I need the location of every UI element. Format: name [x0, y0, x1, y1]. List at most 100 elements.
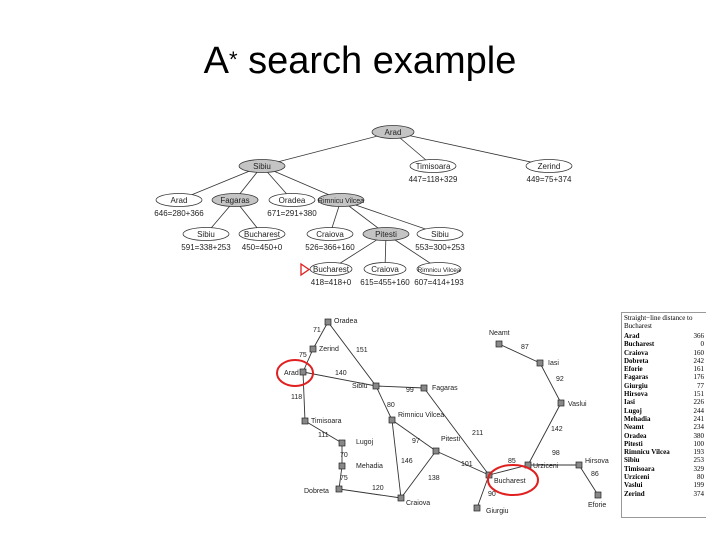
dist-hirsova-eforie: 86: [591, 471, 599, 478]
dist-arad-timisoara: 118: [291, 394, 302, 401]
city-square-dobreta: [335, 485, 343, 493]
tree-node-zerind-f: 449=75+374: [527, 175, 572, 184]
dist-mehadia-dobreta: 75: [340, 475, 348, 482]
title-superscript: *: [228, 47, 238, 72]
city-square-giurgiu: [473, 504, 481, 512]
road-timisoara-lugoj: [304, 420, 343, 444]
city-square-iasi: [536, 359, 544, 367]
city-label-oradea: Oradea: [334, 318, 357, 325]
city-square-pitesti: [432, 447, 440, 455]
tree-node-craiova2-label: Craiova: [371, 265, 399, 274]
tree-edge: [261, 131, 394, 167]
tree-node-sibiu3-f: 553=300+253: [415, 243, 465, 252]
sld-city: Sibiu: [624, 456, 640, 465]
sld-city: Craiova: [624, 348, 649, 357]
sld-city: Dobreta: [624, 356, 649, 365]
road-arad-sibiu: [302, 371, 377, 387]
city-square-arad: [299, 368, 307, 376]
tree-node-oradea: [268, 193, 316, 207]
dist-vaslui-iasi: 92: [556, 376, 564, 383]
tree-edge: [340, 199, 441, 235]
straight-line-distance-table: Straight−line distance to Bucharest Arad…: [621, 312, 706, 518]
tree-node-sibiu2: [182, 227, 230, 241]
tree-node-bucharest2: [309, 262, 353, 276]
sld-distance: 176: [693, 373, 705, 382]
sld-distance: 151: [693, 390, 705, 399]
tree-node-sibiu2-f: 591=338+253: [181, 243, 231, 252]
city-square-neamt: [495, 340, 503, 348]
dist-arad-sibiu: 140: [335, 370, 347, 377]
sld-row: Giurgiu 77: [622, 382, 706, 390]
dist-bucharest-giurgiu: 90: [488, 491, 496, 498]
sld-distance: 253: [693, 456, 705, 465]
city-label-bucharest: Bucharest: [494, 478, 526, 485]
sld-distance: 161: [693, 365, 705, 374]
road-iasi-neamt: [498, 343, 541, 364]
road-vaslui-iasi: [539, 362, 562, 404]
sld-city: Lugoj: [624, 406, 642, 415]
city-label-rimnicu: Rimnicu Vilcea: [398, 412, 444, 419]
city-label-neamt: Neamt: [489, 330, 510, 337]
sld-city: Vaslui: [624, 481, 643, 490]
city-label-arad: Arad: [284, 370, 299, 377]
sld-city: Neamt: [624, 423, 644, 432]
sld-city: Eforie: [624, 365, 643, 374]
selection-arrow-icon: [300, 262, 311, 277]
tree-node-rimnicu-label: Rimnicu Vilcea: [318, 198, 364, 205]
sld-city: Iasi: [624, 398, 635, 407]
road-pitesti-bucharest: [435, 450, 490, 476]
city-label-mehadia: Mehadia: [356, 463, 383, 470]
city-label-timisoara: Timisoara: [311, 418, 342, 425]
tree-edge: [178, 165, 263, 201]
city-square-hirsova: [575, 461, 583, 469]
sld-city: Giurgiu: [624, 381, 648, 390]
city-label-hirsova: Hirsova: [585, 458, 609, 465]
tree-edge: [392, 131, 550, 167]
sld-distance: 100: [693, 439, 705, 448]
dist-zerind-arad: 75: [299, 352, 307, 359]
sld-city: Hirsova: [624, 390, 648, 399]
city-square-sibiu: [372, 382, 380, 390]
dist-oradea-zerind: 71: [313, 327, 321, 334]
dist-lugoj-mehadia: 70: [340, 452, 348, 459]
sld-distance: 77: [697, 381, 704, 390]
dist-dobreta-craiova: 120: [372, 485, 384, 492]
sld-row: Iasi 226: [622, 398, 706, 406]
title-rest: search example: [237, 40, 517, 82]
dist-iasi-neamt: 87: [521, 344, 529, 351]
tree-node-bucharest2-f: 418=418+0: [311, 278, 352, 287]
sld-row: Sibiu 253: [622, 456, 706, 464]
road-urziceni-vaslui: [527, 402, 562, 466]
tree-node-rimnicu2: [416, 262, 462, 276]
city-square-eforie: [594, 491, 602, 499]
tree-node-pitesti: [362, 227, 410, 241]
sld-row: Eforie 161: [622, 365, 706, 373]
dist-rimnicu-pitesti: 97: [412, 438, 420, 445]
arad-highlight-circle: [276, 359, 314, 387]
tree-node-zerind: [525, 159, 573, 173]
sld-distance: 226: [693, 398, 705, 407]
sld-row: Craiova 160: [622, 349, 706, 357]
city-square-vaslui: [557, 399, 565, 407]
tree-node-sibiu2-label: Sibiu: [197, 230, 215, 239]
title-main: A: [203, 40, 229, 82]
city-square-timisoara: [301, 417, 309, 425]
sld-distance: 241: [693, 414, 705, 423]
road-craiova-pitesti: [400, 450, 437, 499]
sld-distance: 160: [693, 348, 705, 357]
city-square-craiova: [397, 494, 405, 502]
tree-node-craiova: [306, 227, 354, 241]
city-square-lugoj: [338, 439, 346, 447]
dist-fagaras-bucharest: 211: [472, 430, 483, 437]
sld-city: Urziceni: [624, 473, 650, 482]
tree-node-rimnicu: [317, 193, 365, 207]
sld-distance: 193: [693, 448, 705, 457]
dist-craiova-pitesti: 138: [428, 475, 440, 482]
sld-distance: 380: [693, 431, 705, 440]
